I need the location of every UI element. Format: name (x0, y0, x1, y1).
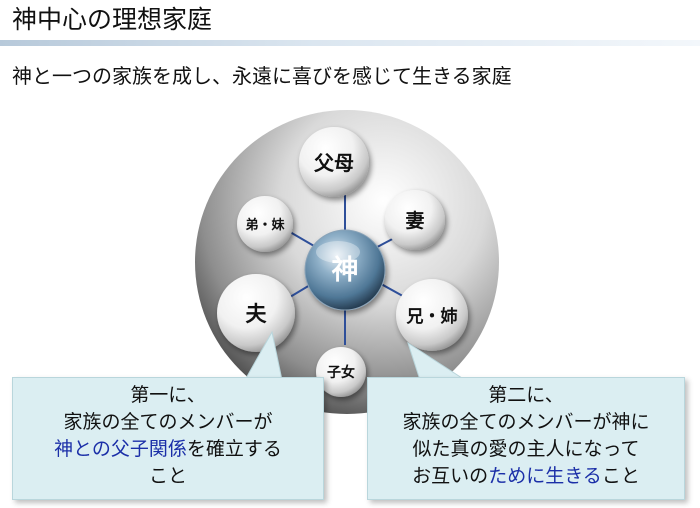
node-elder-siblings-label: 兄・姉 (406, 306, 458, 327)
callout-right-line4: お互いのために生きること (368, 463, 684, 490)
node-children-label: 子女 (327, 364, 355, 381)
node-younger-siblings-label: 弟・妹 (245, 217, 285, 233)
callout-left-line3-rest: を確立する (186, 438, 282, 460)
node-husband-label: 夫 (246, 302, 268, 326)
callout-second-principle: 第二に、 家族の全てのメンバーが神に 似た真の愛の主人になって お互いのために生… (367, 377, 685, 500)
node-parents-label: 父母 (313, 151, 354, 175)
node-parents: 父母 (299, 127, 369, 197)
page-subtitle: 神と一つの家族を成し、永遠に喜びを感じて生きる家庭 (12, 64, 512, 88)
callout-first-principle: 第一に、 家族の全てのメンバーが 神との父子関係を確立する こと (12, 377, 324, 500)
node-children: 子女 (316, 347, 366, 397)
node-god-label: 神 (332, 255, 359, 286)
callout-left-highlight: 神との父子関係 (54, 438, 187, 460)
node-husband: 夫 (217, 274, 295, 352)
node-wife: 妻 (385, 190, 445, 250)
callout-right-line4-post: こと (601, 465, 640, 487)
callout-left-line3: 神との父子関係を確立する (13, 436, 323, 463)
callout-right-line1: 第二に、 (488, 384, 564, 406)
callout-left-line2: 家族の全てのメンバーが (63, 411, 273, 433)
title-underline (0, 40, 700, 46)
callout-left-line1: 第一に、 (130, 384, 206, 406)
callout-right-line4-pre: お互いの (412, 465, 489, 487)
node-god: 神 (304, 229, 386, 311)
node-younger-siblings: 弟・妹 (237, 196, 293, 252)
page-title: 神中心の理想家庭 (12, 5, 213, 34)
callout-right-line2: 家族の全てのメンバーが神に (402, 411, 650, 433)
node-elder-siblings: 兄・姉 (396, 279, 468, 351)
node-wife-label: 妻 (405, 209, 424, 232)
callout-right-line3: 似た真の愛の主人になって (412, 438, 640, 460)
callout-left-line4: こと (148, 465, 187, 487)
callout-right-highlight: ために生きる (488, 465, 602, 487)
